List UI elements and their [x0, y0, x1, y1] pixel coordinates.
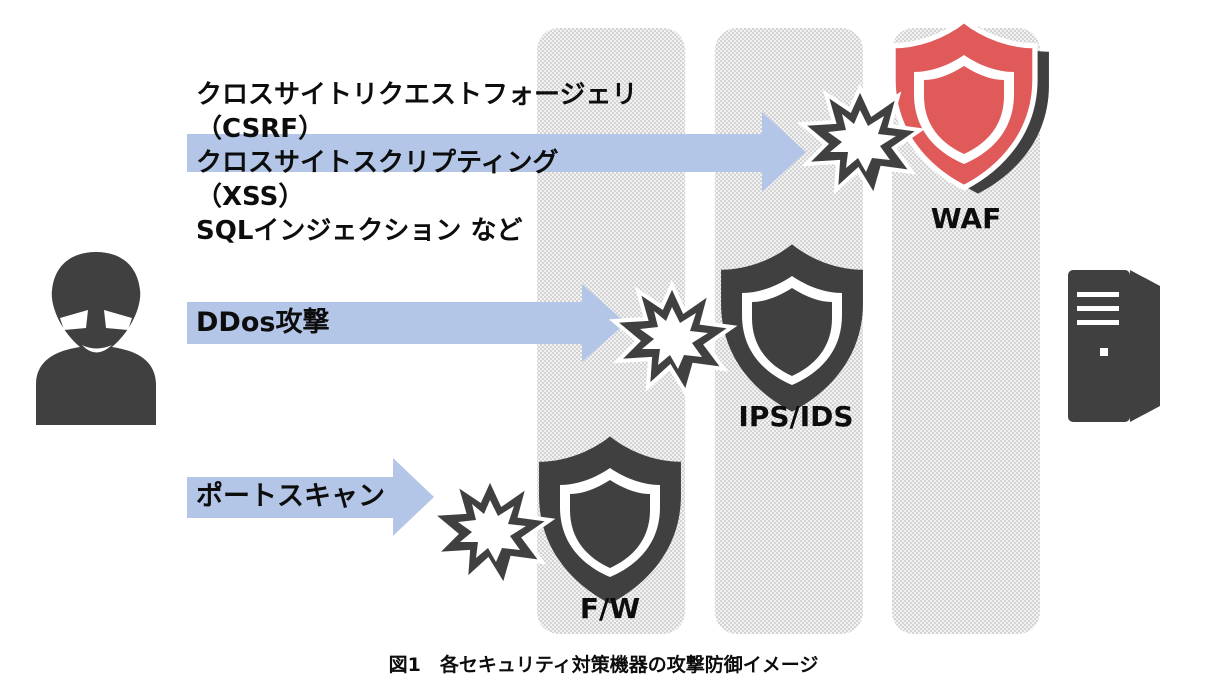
waf-attack-line-csrf-abbr: （CSRF）: [196, 114, 325, 144]
fw-impact-explosion-icon: [426, 473, 556, 591]
waf-shield-icon: [893, 20, 1049, 194]
fw-label: F/W: [579, 592, 641, 625]
fw-attack-label: ポートスキャン: [196, 481, 385, 512]
waf-impact-explosion-icon: [796, 83, 926, 201]
ips-shield-icon: [721, 244, 863, 412]
waf-attack-line-xss: クロスサイトスクリプティング: [196, 148, 559, 178]
hacker-icon: [36, 252, 156, 425]
ips-attack-label: DDos攻撃: [196, 307, 330, 338]
figure-caption: 図1 各セキュリティ対策機器の攻撃防御イメージ: [388, 654, 819, 676]
waf-zone: [892, 28, 1040, 634]
waf-attack-line-sqli: SQLインジェクション など: [196, 216, 523, 246]
waf-attack-labels: クロスサイトリクエストフォージェリ （CSRF） クロスサイトスクリプティング …: [196, 78, 638, 248]
waf-attack-line-xss-abbr: （XSS）: [196, 182, 305, 212]
ips-impact-explosion-icon: [608, 280, 738, 398]
fw-attack-arrow: [187, 458, 434, 536]
fw-shield-icon: [539, 436, 681, 604]
waf-label: WAF: [930, 202, 1002, 235]
ips-attack-arrow: [187, 284, 626, 362]
server-icon: [1068, 270, 1160, 422]
waf-attack-arrow: [187, 112, 806, 192]
ips-ids-label: IPS/IDS: [738, 400, 854, 433]
waf-attack-line-csrf: クロスサイトリクエストフォージェリ: [196, 80, 638, 110]
